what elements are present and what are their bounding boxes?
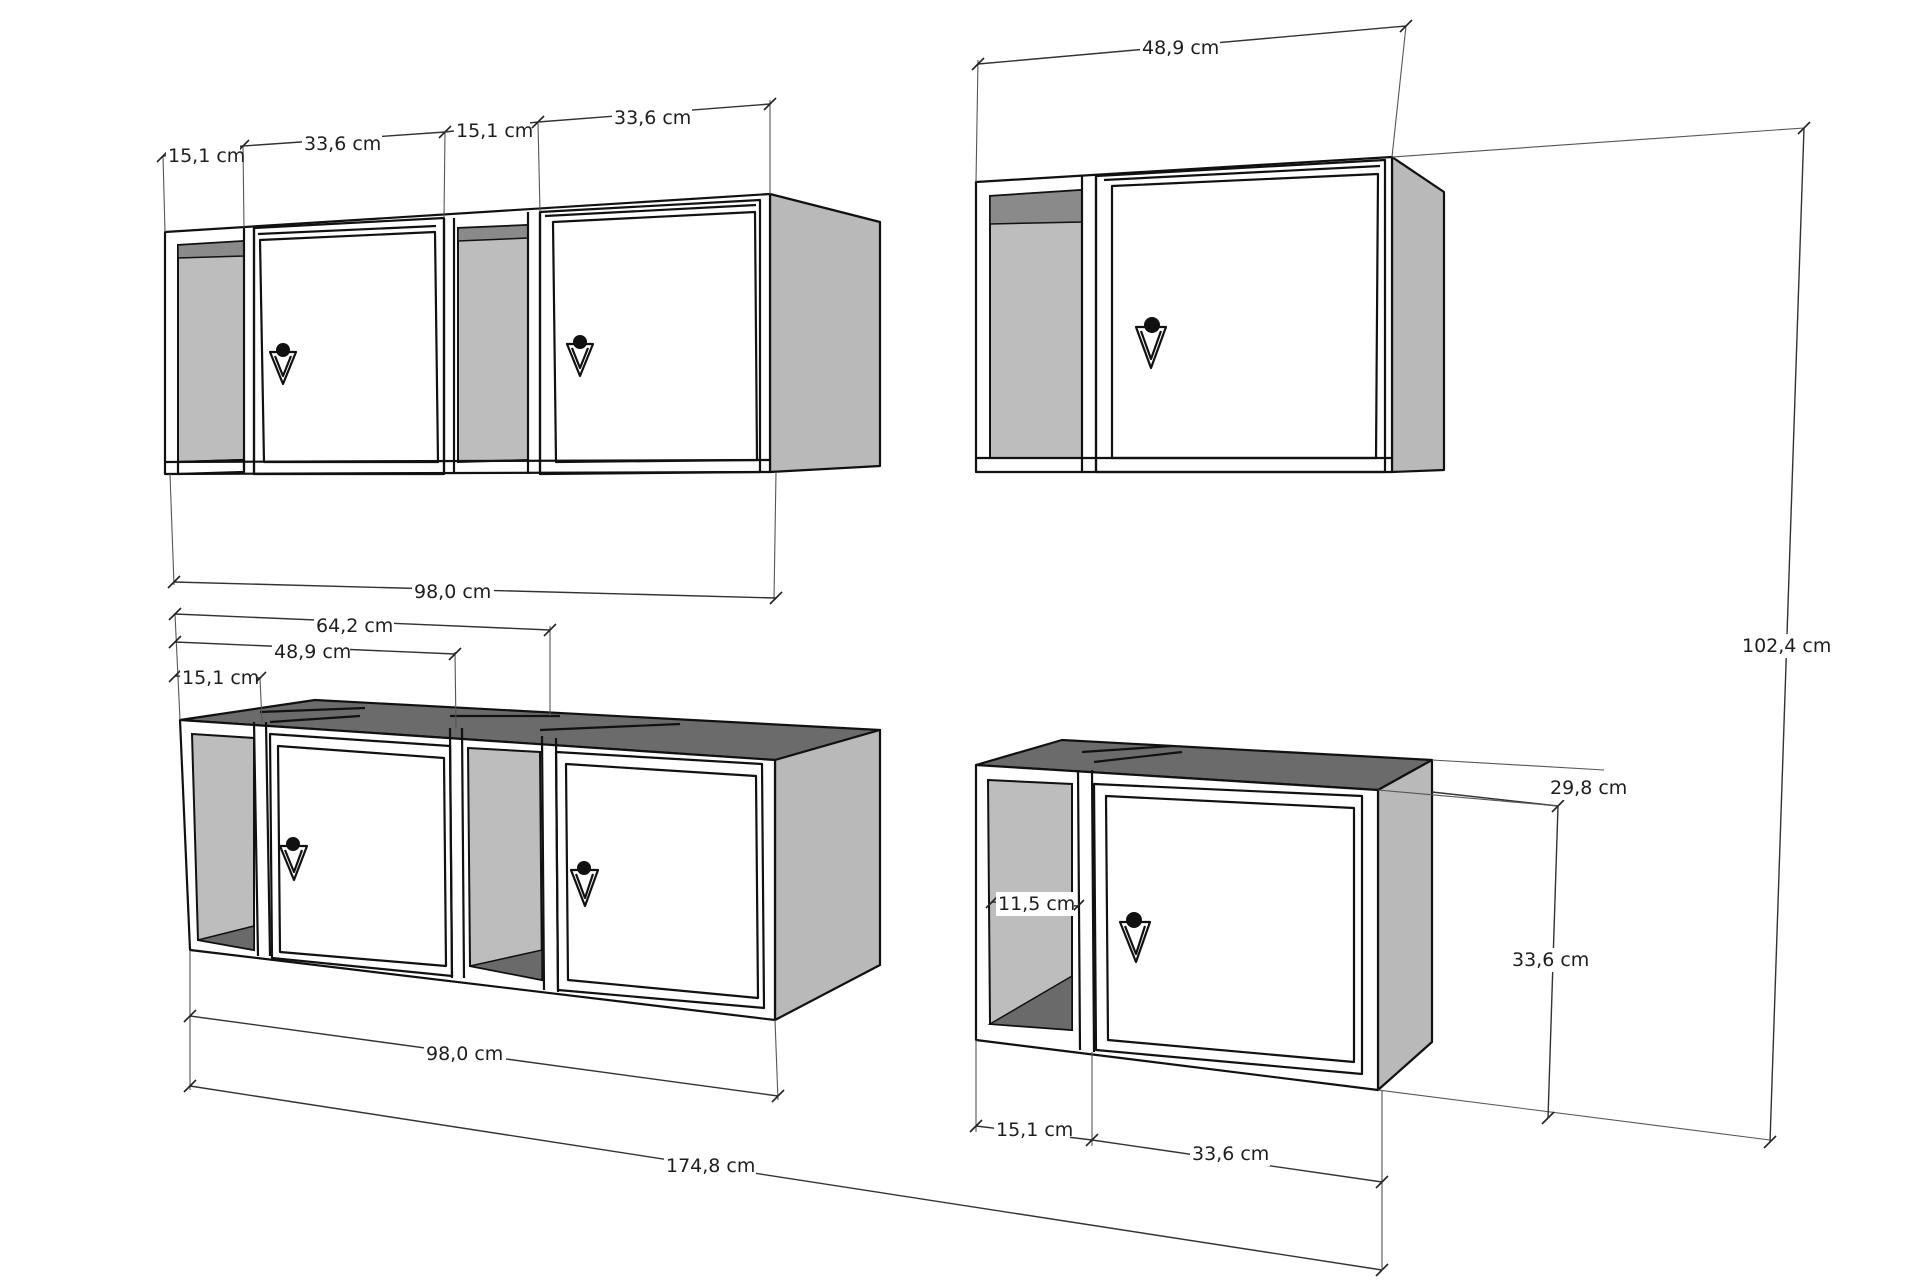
top-right-cabinet-unit <box>974 155 1446 474</box>
top-right-side-panel <box>1390 155 1446 474</box>
bottom-left-niche-1 <box>190 732 255 952</box>
handle-icon <box>278 837 309 882</box>
label-bottom-left-total-width: 98,0 cm <box>426 1043 503 1065</box>
label-bottom-right-shelf-height: 11,5 cm <box>998 893 1075 915</box>
label-top-left-niche2-width: 15,1 cm <box>456 120 533 142</box>
label-top-left-niche-width: 15,1 cm <box>168 145 245 167</box>
handle-icon <box>569 861 600 908</box>
bottom-left-cabinet-unit <box>178 698 882 1022</box>
bottom-left-side-panel <box>773 728 882 1022</box>
label-bottom-right-niche-width: 15,1 cm <box>996 1119 1073 1141</box>
bottom-left-niche-2 <box>466 746 544 982</box>
label-bottom-left-width-48: 48,9 cm <box>274 641 351 663</box>
bottom-right-side-panel <box>1376 758 1434 1092</box>
label-bottom-right-door-width: 33,6 cm <box>1192 1143 1269 1165</box>
top-left-niche-2 <box>457 223 529 464</box>
top-left-cabinet-unit <box>163 192 882 476</box>
label-overall-height: 102,4 cm <box>1742 635 1831 657</box>
label-top-left-door2-width: 33,6 cm <box>614 107 691 129</box>
handle-icon <box>565 335 595 378</box>
bottom-right-door <box>1092 782 1364 1076</box>
top-left-door-2 <box>538 198 762 476</box>
dimension-labels: 15,1 cm 33,6 cm 15,1 cm 33,6 cm 98,0 cm … <box>166 36 1832 1178</box>
label-top-right-width: 48,9 cm <box>1142 37 1219 59</box>
label-top-left-door-width: 33,6 cm <box>304 133 381 155</box>
label-bottom-left-niche-width: 15,1 cm <box>182 667 259 689</box>
label-bottom-right-height: 33,6 cm <box>1512 949 1589 971</box>
top-right-niche <box>989 188 1083 459</box>
handle-icon <box>268 343 298 386</box>
top-right-door <box>1094 158 1387 474</box>
label-top-left-total-width: 98,0 cm <box>414 581 491 603</box>
top-left-niche-1 <box>177 239 245 464</box>
top-left-side-panel <box>768 192 882 474</box>
label-overall-width: 174,8 cm <box>666 1155 755 1177</box>
label-bottom-left-width-64: 64,2 cm <box>316 615 393 637</box>
bottom-right-cabinet-unit <box>974 738 1434 1092</box>
handle-icon <box>1118 912 1152 964</box>
bottom-left-door-2 <box>554 750 766 1010</box>
label-bottom-right-depth: 29,8 cm <box>1550 777 1627 799</box>
handle-icon <box>1134 317 1168 370</box>
